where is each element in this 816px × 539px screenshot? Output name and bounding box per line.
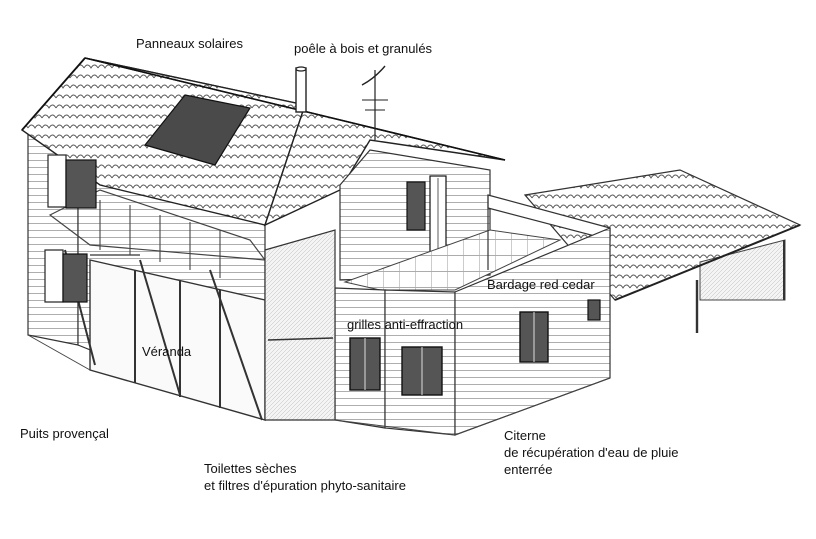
stove-chimney [295, 67, 307, 113]
label-cistern-line2: de récupération d'eau de pluie [504, 445, 679, 460]
lower-left-shutter [44, 249, 64, 303]
upper-left-window [65, 159, 97, 209]
label-dry-toilets-line2: et filtres d'épuration phyto-sanitaire [204, 478, 406, 493]
label-wood-stove: poêle à bois et granulés [294, 41, 433, 56]
label-dry-toilets-line1: Toilettes sèches [204, 461, 297, 476]
main-roof [20, 57, 506, 227]
label-cistern-line1: Citerne [504, 428, 546, 443]
label-veranda: Véranda [142, 344, 192, 359]
label-dry-toilets: Toilettes sèches et filtres d'épuration … [204, 460, 406, 494]
terrace-deck [343, 229, 562, 291]
upper-left-shutter [47, 154, 67, 208]
label-cistern: Citerne de récupération d'eau de pluie e… [504, 427, 679, 478]
solar-panels-shape [143, 94, 251, 166]
veranda-structure [48, 189, 267, 421]
upper-wing-window-left [406, 181, 426, 231]
lower-left-window [62, 253, 88, 303]
label-cedar-siding: Bardage red cedar [487, 277, 595, 292]
label-security-grilles: grilles anti-effraction [347, 317, 464, 332]
label-solar-panels: Panneaux solaires [136, 36, 243, 51]
carport-fascia [614, 224, 801, 301]
label-provencal-well: Puits provençal [20, 426, 109, 441]
middle-column-wall [264, 229, 336, 421]
antenna [361, 65, 388, 140]
side-window-small [587, 299, 601, 321]
label-cistern-line3: enterrée [504, 462, 553, 477]
